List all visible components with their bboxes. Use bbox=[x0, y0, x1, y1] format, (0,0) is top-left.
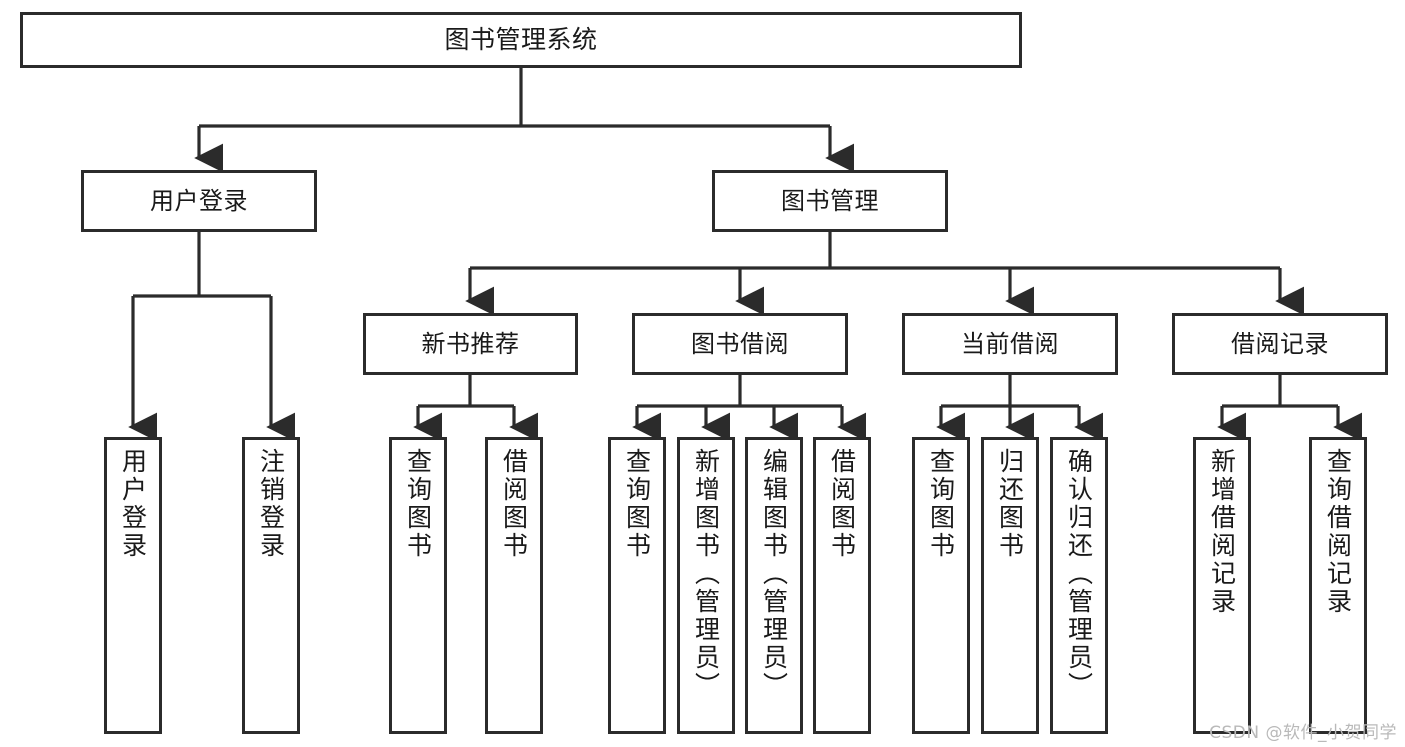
leaf-borrow-query-book[interactable]: 查询图书 bbox=[608, 437, 666, 734]
leaf-user-login-signin[interactable]: 用户登录 bbox=[104, 437, 162, 734]
leaf-borrow-edit-book-admin[interactable]: 编辑图书（管理员） bbox=[745, 437, 803, 734]
node-label: 新增图书（管理员） bbox=[691, 448, 721, 700]
leaf-record-add-record[interactable]: 新增借阅记录 bbox=[1193, 437, 1251, 734]
leaf-recommend-query-book[interactable]: 查询图书 bbox=[389, 437, 447, 734]
node-label: 查询借阅记录 bbox=[1323, 448, 1353, 616]
leaf-recommend-borrow-book[interactable]: 借阅图书 bbox=[485, 437, 543, 734]
leaf-borrow-borrow-book[interactable]: 借阅图书 bbox=[813, 437, 871, 734]
node-label: 查询图书 bbox=[403, 448, 433, 560]
node-borrow-record[interactable]: 借阅记录 bbox=[1172, 313, 1388, 375]
node-label: 注销登录 bbox=[256, 448, 286, 560]
node-label: 图书管理 bbox=[781, 186, 879, 215]
leaf-current-confirm-return-admin[interactable]: 确认归还（管理员） bbox=[1050, 437, 1108, 734]
node-label: 查询图书 bbox=[926, 448, 956, 560]
node-book-borrow[interactable]: 图书借阅 bbox=[632, 313, 848, 375]
leaf-user-login-signout[interactable]: 注销登录 bbox=[242, 437, 300, 734]
node-label: 用户登录 bbox=[150, 186, 248, 215]
node-root-system[interactable]: 图书管理系统 bbox=[20, 12, 1022, 68]
node-label: 借阅图书 bbox=[499, 448, 529, 560]
node-current-borrow[interactable]: 当前借阅 bbox=[902, 313, 1118, 375]
node-label: 当前借阅 bbox=[961, 329, 1059, 358]
node-label: 查询图书 bbox=[622, 448, 652, 560]
node-label: 归还图书 bbox=[995, 448, 1025, 560]
node-new-book-recommend[interactable]: 新书推荐 bbox=[363, 313, 578, 375]
node-label: 新书推荐 bbox=[421, 329, 520, 358]
node-label: 编辑图书（管理员） bbox=[759, 448, 789, 700]
node-label: 借阅记录 bbox=[1231, 329, 1329, 358]
node-label: 借阅图书 bbox=[827, 448, 857, 560]
leaf-current-query-book[interactable]: 查询图书 bbox=[912, 437, 970, 734]
watermark-text: CSDN @软件_小贺同学 bbox=[1209, 723, 1397, 743]
node-label: 用户登录 bbox=[118, 448, 148, 560]
node-label: 图书管理系统 bbox=[444, 25, 598, 55]
node-user-login[interactable]: 用户登录 bbox=[81, 170, 317, 232]
node-label: 新增借阅记录 bbox=[1207, 448, 1237, 616]
node-book-management[interactable]: 图书管理 bbox=[712, 170, 948, 232]
leaf-borrow-add-book-admin[interactable]: 新增图书（管理员） bbox=[677, 437, 735, 734]
node-label: 图书借阅 bbox=[691, 329, 789, 358]
leaf-current-return-book[interactable]: 归还图书 bbox=[981, 437, 1039, 734]
leaf-record-query-record[interactable]: 查询借阅记录 bbox=[1309, 437, 1367, 734]
node-label: 确认归还（管理员） bbox=[1064, 448, 1094, 700]
